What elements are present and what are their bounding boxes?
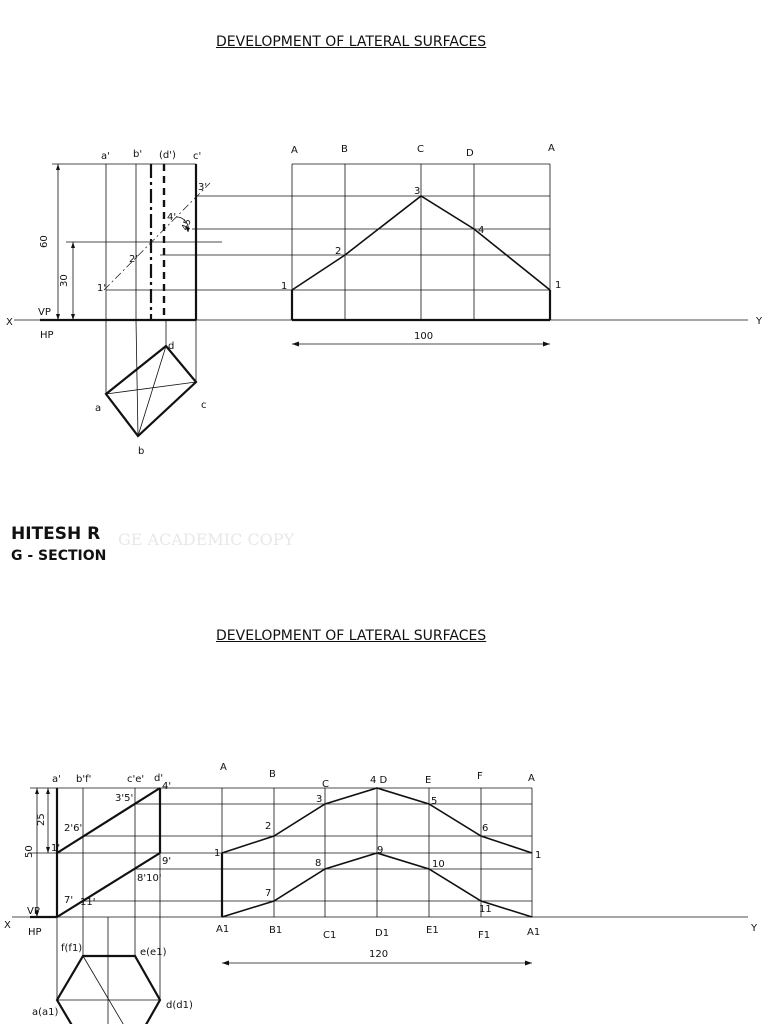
label-point-810: 8'10' — [137, 873, 162, 884]
label-tv-d-2: d(d1) — [166, 1000, 193, 1011]
label-a-prime: a' — [101, 151, 110, 162]
label-dev-1: 1 — [281, 281, 287, 292]
label-tv-b: b — [138, 446, 144, 457]
label-hp: HP — [40, 330, 54, 341]
label-dev2-C1: C1 — [323, 930, 336, 941]
dim-60: 60 — [39, 235, 50, 248]
label-bf-prime: b'f' — [76, 774, 91, 785]
label-c-prime: c' — [193, 151, 201, 162]
label-point-4-2: 4' — [162, 781, 171, 792]
label-b-prime: b' — [133, 149, 142, 160]
dim-50: 50 — [24, 845, 35, 858]
label-point-26: 2'6' — [64, 823, 82, 834]
label-dev2-B1: B1 — [269, 925, 282, 936]
label-dev2-A-end: A — [528, 773, 535, 784]
front-view-2-dimensions: 50 25 — [24, 788, 50, 917]
label-dev2-A: A — [220, 762, 227, 773]
dim-25: 25 — [36, 813, 47, 826]
sheet1-title: DEVELOPMENT OF LATERAL SURFACES — [216, 34, 487, 50]
front-view-dimensions: 60 30 — [39, 164, 190, 320]
label-y-2: Y — [750, 923, 758, 934]
sheet2-title: DEVELOPMENT OF LATERAL SURFACES — [216, 628, 487, 644]
label-x-2: X — [4, 920, 11, 931]
front-view — [52, 163, 222, 322]
label-point-1-2: 1' — [51, 843, 60, 854]
sheet1-drawing: 60 30 X Y VP HP a' b' (d') c' 1' 2' 3' 4… — [6, 143, 763, 457]
label-dev2-1: 1 — [214, 848, 220, 859]
label-dev-A: A — [291, 145, 298, 156]
label-a-prime-2: a' — [52, 774, 61, 785]
label-dev2-1-end: 1 — [535, 850, 541, 861]
label-dev-1-end: 1 — [555, 280, 561, 291]
label-point-7: 7' — [64, 895, 73, 906]
label-point-2: 2' — [129, 254, 138, 265]
label-point-3: 3' — [198, 182, 207, 193]
label-y: Y — [755, 316, 763, 327]
label-d-prime: (d') — [159, 150, 176, 161]
label-dev2-A1-end: A1 — [527, 927, 540, 938]
label-dev2-2: 2 — [265, 821, 271, 832]
label-dev2-11: 11 — [479, 904, 492, 915]
dim-100: 100 — [414, 331, 433, 342]
label-dev-D: D — [466, 148, 474, 159]
label-tv-c: c — [201, 400, 207, 411]
top-view — [104, 319, 198, 438]
label-dev-2: 2 — [335, 246, 341, 257]
label-dev2-E: E — [425, 775, 431, 786]
label-tv-d: d — [168, 341, 174, 352]
label-tv-e: e(e1) — [140, 947, 167, 958]
dim-30: 30 — [59, 274, 70, 287]
label-point-11: 11' — [80, 897, 95, 908]
label-dev2-3: 3 — [316, 794, 322, 805]
label-hp-2: HP — [28, 927, 42, 938]
label-dev-B: B — [341, 144, 348, 155]
label-dev2-4D: 4 D — [370, 775, 388, 786]
label-ce-prime: c'e' — [127, 774, 144, 785]
label-x: X — [6, 317, 13, 328]
label-point-4: 4' — [167, 212, 176, 223]
label-dev-3: 3 — [414, 186, 420, 197]
label-tv-f: f(f1) — [61, 943, 82, 954]
label-dev-4: 4 — [478, 225, 484, 236]
label-dev2-A1: A1 — [216, 924, 229, 935]
label-dev2-9: 9 — [377, 845, 383, 856]
development-1 — [106, 163, 552, 347]
label-dev-C: C — [417, 144, 424, 155]
label-tv-a: a — [95, 403, 101, 414]
label-dev2-10: 10 — [432, 859, 445, 870]
author-name: HITESH R — [11, 524, 101, 544]
label-dev2-B: B — [269, 769, 276, 780]
label-dev2-D1: D1 — [375, 928, 389, 939]
label-vp-2: VP — [27, 906, 40, 917]
label-dev2-F1: F1 — [478, 930, 490, 941]
front-view-2 — [30, 787, 532, 918]
watermark: GE ACADEMIC COPY — [118, 530, 295, 549]
label-point-1: 1' — [97, 283, 106, 294]
label-vp: VP — [38, 307, 51, 318]
label-dev2-E1: E1 — [426, 925, 439, 936]
author-section: G - SECTION — [11, 548, 107, 564]
label-dev2-C: C — [322, 779, 329, 790]
label-dev2-5: 5 — [431, 796, 437, 807]
label-dev2-7: 7 — [265, 888, 271, 899]
label-d-prime-2: d' — [154, 773, 163, 784]
label-angle: 45 — [180, 218, 193, 232]
dim-120: 120 — [369, 949, 388, 960]
label-dev2-F: F — [477, 771, 483, 782]
top-view-2 — [55, 917, 162, 1024]
label-dev2-6: 6 — [482, 823, 488, 834]
development-2 — [220, 787, 533, 966]
label-dev2-8: 8 — [315, 858, 321, 869]
label-dev-A-end: A — [548, 143, 555, 154]
label-tv-a-2: a(a1) — [32, 1007, 59, 1018]
label-point-35: 3'5' — [115, 793, 133, 804]
sheet2-drawing: 50 25 X Y VP HP a' b'f' c'e' d' 3'5' 4' … — [4, 762, 758, 1024]
label-point-9: 9' — [162, 856, 171, 867]
